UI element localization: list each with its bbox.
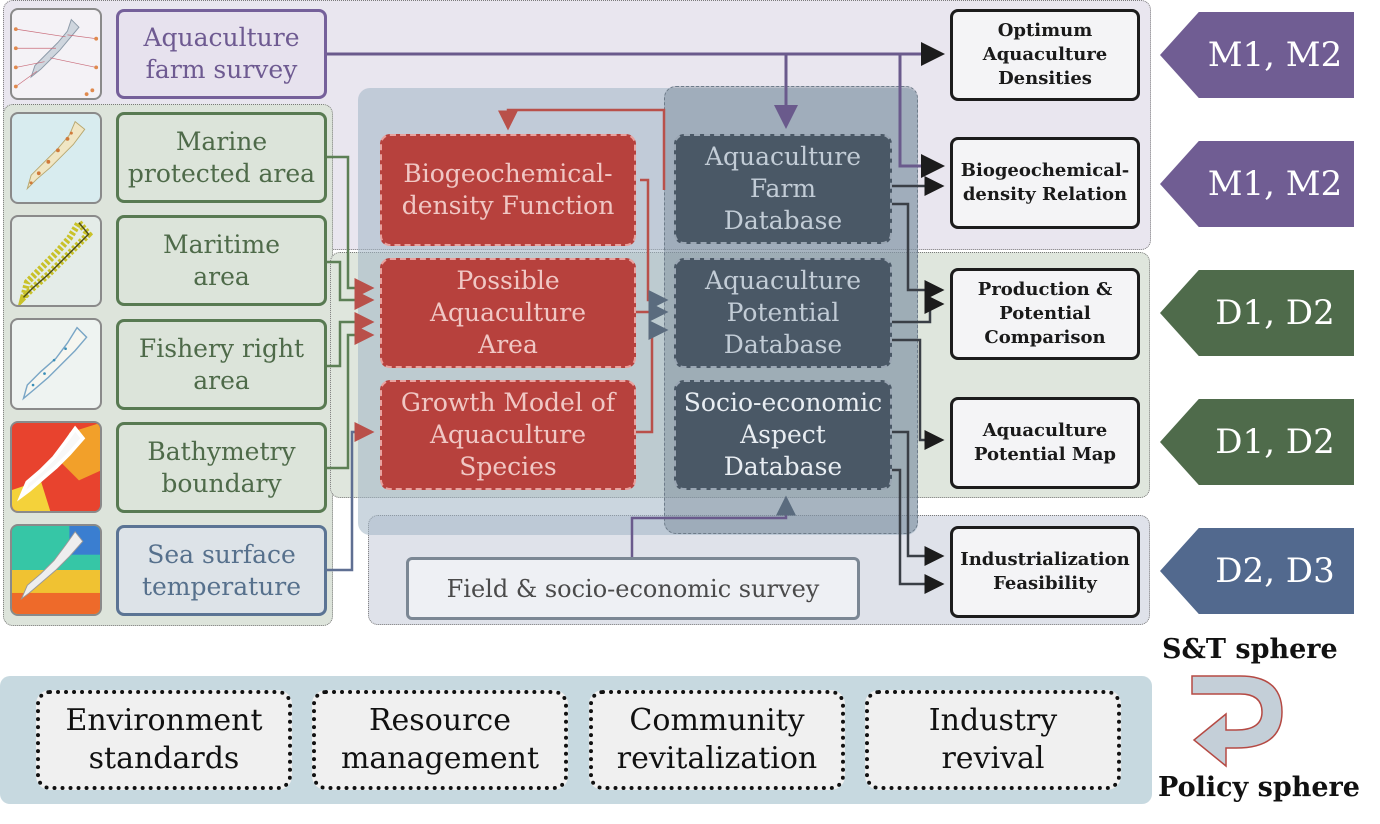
community-revitalization-box: Community revitalization — [589, 690, 845, 790]
japan-bathymetry-map-icon — [10, 421, 102, 513]
tag-d1-d2-first: D1, D2 — [1160, 270, 1354, 356]
sea-surface-temperature-box: Sea surface temperature — [116, 525, 327, 616]
resource-management-box: Resource management — [312, 690, 568, 790]
tag-m1-m2-first: M1, M2 — [1160, 12, 1354, 98]
aquaculture-potential-database-box: Aquaculture Potential Database — [674, 258, 892, 368]
st-sphere-label: S&T sphere — [1162, 634, 1338, 665]
biogeochemical-density-function-box: Biogeochemical- density Function — [380, 134, 636, 246]
field-survey-box: Field & socio-economic survey — [406, 557, 860, 620]
fishery-right-area-box: Fishery right area — [116, 319, 327, 410]
possible-aquaculture-area-box: Possible Aquaculture Area — [380, 258, 636, 368]
tag-m1-m2-second: M1, M2 — [1160, 141, 1354, 227]
policy-sphere-label: Policy sphere — [1158, 772, 1360, 803]
industrialization-box: Industrialization Feasibility — [950, 526, 1140, 618]
biogeochemical-relation-box: Biogeochemical- density Relation — [950, 137, 1140, 229]
tag-d1-d2-second: D1, D2 — [1160, 399, 1354, 485]
industry-revival-box: Industry revival — [865, 690, 1121, 790]
sphere-cycle-arrow — [1191, 675, 1283, 768]
farm-survey-box: Aquaculture farm survey — [116, 9, 327, 99]
japan-protected-area-map-icon — [10, 112, 102, 204]
environment-standards-box: Environment standards — [36, 690, 292, 790]
aquaculture-farm-database-box: Aquaculture Farm Database — [674, 134, 892, 244]
tag-d2-d3: D2, D3 — [1160, 528, 1354, 614]
growth-model-box: Growth Model of Aquaculture Species — [380, 380, 636, 490]
japan-maritime-map-icon — [10, 215, 102, 307]
optimum-densities-box: Optimum Aquaculture Densities — [950, 9, 1140, 101]
maritime-area-box: Maritime area — [116, 215, 327, 306]
production-comparison-box: Production & Potential Comparison — [950, 268, 1140, 360]
bathymetry-boundary-box: Bathymetry boundary — [116, 422, 327, 513]
japan-farm-map-icon — [10, 8, 102, 100]
japan-sst-map-icon — [10, 524, 102, 616]
potential-map-box: Aquaculture Potential Map — [950, 397, 1140, 489]
japan-fishery-map-icon — [10, 318, 102, 410]
marine-protected-area-box: Marine protected area — [116, 112, 327, 203]
socio-economic-database-box: Socio-economic Aspect Database — [674, 380, 892, 490]
